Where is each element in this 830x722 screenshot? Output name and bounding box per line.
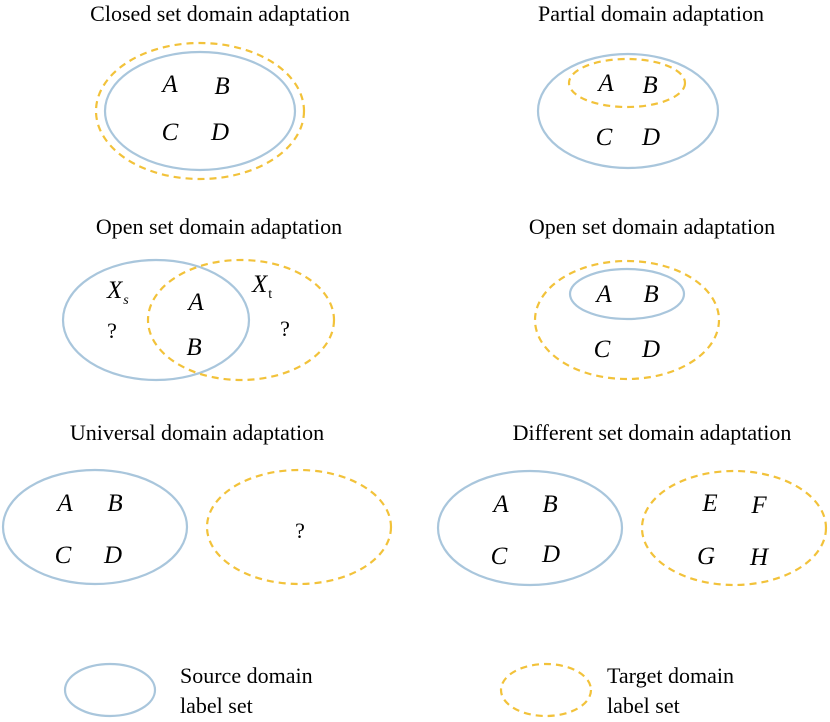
panel-open-set-nested: Open set domain adaptation A B C D	[529, 214, 775, 381]
source-domain-symbol: Xs	[106, 277, 129, 308]
legend-source-line2: label set	[180, 693, 253, 718]
source-label-set	[568, 267, 686, 321]
class-label: D	[103, 542, 122, 569]
class-label: B	[542, 491, 557, 518]
panel-partial: Partial domain adaptation A B C D	[536, 1, 764, 170]
class-label: A	[160, 71, 178, 98]
class-label: D	[641, 124, 660, 151]
class-label: E	[701, 490, 717, 517]
panel-title: Universal domain adaptation	[70, 420, 324, 445]
legend-source-line1: Source domain	[180, 663, 313, 688]
class-label: A	[55, 490, 73, 517]
class-label: C	[596, 124, 613, 151]
class-label: D	[641, 336, 660, 363]
target-domain-symbol: Xt	[251, 271, 272, 302]
class-label: C	[491, 543, 508, 570]
source-label-set	[536, 52, 720, 170]
panel-title: Different set domain adaptation	[513, 420, 792, 445]
target-label-set	[640, 469, 828, 587]
source-label-set	[103, 50, 297, 172]
class-label: B	[214, 73, 229, 100]
class-label: C	[55, 542, 72, 569]
panel-title: Open set domain adaptation	[96, 214, 342, 239]
unknown-source-classes: ?	[107, 318, 117, 343]
panel-closed-set: Closed set domain adaptation A B C D	[90, 1, 350, 181]
target-label-set	[567, 57, 687, 109]
class-label: H	[749, 544, 770, 571]
source-label-set	[1, 468, 189, 586]
target-label-set	[146, 258, 336, 382]
class-label: A	[491, 491, 509, 518]
class-label: C	[162, 119, 179, 146]
class-label: A	[594, 281, 612, 308]
legend: Source domain label set Target domain la…	[63, 662, 734, 718]
legend-target-line2: label set	[607, 693, 680, 718]
source-label-set	[436, 469, 624, 587]
target-label-set	[533, 259, 721, 381]
panel-title: Closed set domain adaptation	[90, 1, 350, 26]
unknown-target-classes: ?	[280, 316, 290, 341]
class-label: A	[186, 289, 204, 316]
legend-target-line1: Target domain	[607, 663, 734, 688]
class-label: B	[186, 334, 201, 361]
class-label: B	[642, 72, 657, 99]
class-label: G	[697, 543, 715, 570]
legend-target: Target domain label set	[499, 662, 734, 718]
panel-title: Partial domain adaptation	[538, 1, 764, 26]
source-label-set	[61, 258, 251, 382]
target-label-set	[94, 41, 306, 181]
class-label: F	[750, 492, 767, 519]
panel-universal: Universal domain adaptation A B C D ?	[1, 420, 393, 586]
target-label-set	[205, 468, 393, 586]
panel-open-set-overlap: Open set domain adaptation Xs Xt ? A B ?	[61, 214, 342, 382]
class-label: B	[107, 490, 122, 517]
class-label: A	[596, 70, 614, 97]
class-label: D	[541, 541, 560, 568]
panel-different-set: Different set domain adaptation A B C D …	[436, 420, 828, 587]
class-label: B	[643, 281, 658, 308]
unknown-target-classes: ?	[295, 518, 305, 543]
target-swatch	[499, 662, 593, 718]
class-label: C	[594, 336, 611, 363]
class-label: D	[210, 119, 229, 146]
source-swatch	[63, 662, 157, 718]
legend-source: Source domain label set	[63, 662, 313, 718]
panel-title: Open set domain adaptation	[529, 214, 775, 239]
